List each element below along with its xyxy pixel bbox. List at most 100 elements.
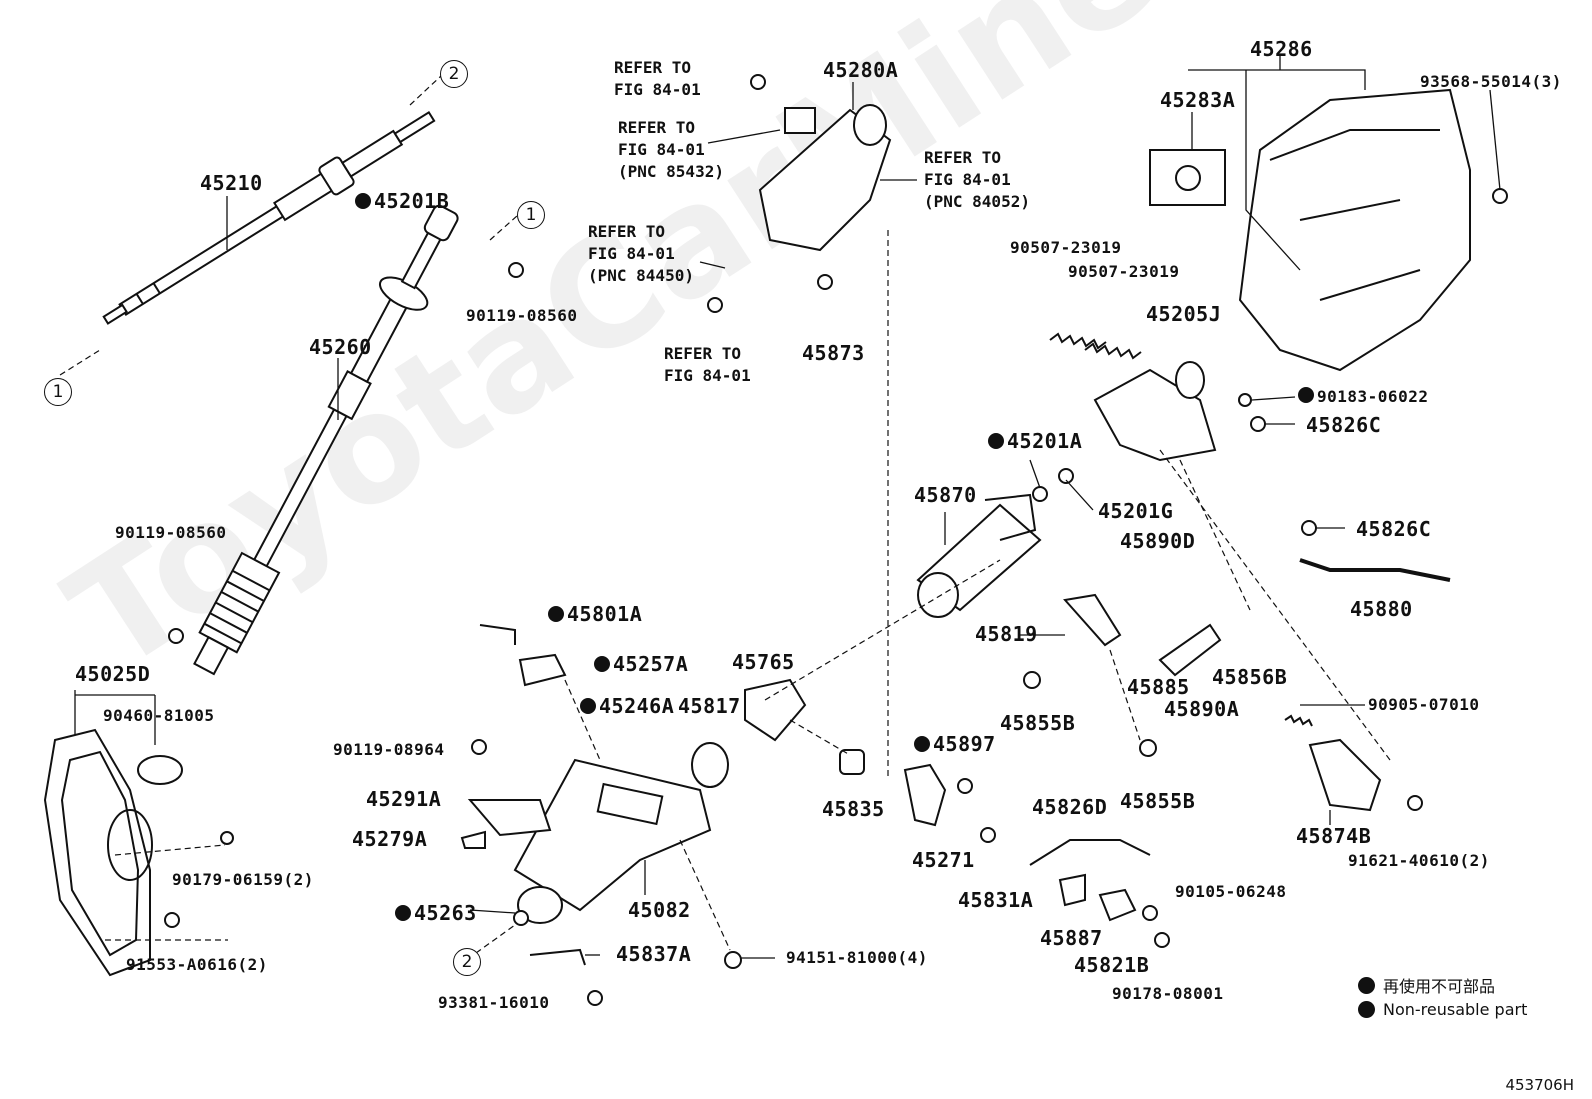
part-45765: 45765 xyxy=(732,650,795,674)
part-45286: 45286 xyxy=(1250,37,1313,61)
part-45856B: 45856B xyxy=(1212,665,1288,689)
part-45271: 45271 xyxy=(912,848,975,872)
part-90119-08560-top: 90119-08560 xyxy=(466,306,578,325)
callout-2-top: 2 xyxy=(440,60,468,88)
nut xyxy=(220,831,234,845)
lock-plate xyxy=(903,763,947,827)
bolt xyxy=(508,262,524,278)
spring-b xyxy=(1084,342,1142,360)
emblem xyxy=(1149,149,1226,206)
part-90905-07010: 90905-07010 xyxy=(1368,695,1480,714)
part-45870: 45870 xyxy=(914,483,977,507)
part-90179-06159: 90179-06159(2) xyxy=(172,870,314,889)
nut xyxy=(1154,932,1170,948)
stopper xyxy=(839,749,865,775)
nut xyxy=(1250,416,1266,432)
bolt xyxy=(1407,795,1423,811)
tilt-lever xyxy=(1299,558,1451,582)
plate-45291A xyxy=(467,799,552,837)
part-90119-08560-left: 90119-08560 xyxy=(115,523,227,542)
part-93381-16010: 93381-16010 xyxy=(438,993,550,1012)
collar xyxy=(744,678,807,742)
nut xyxy=(1301,520,1317,536)
part-45280A: 45280A xyxy=(823,58,899,82)
part-45826D: 45826D xyxy=(1032,795,1108,819)
plate-45837A xyxy=(529,948,586,966)
part-45283A: 45283A xyxy=(1160,88,1236,112)
bolt xyxy=(750,74,766,90)
part-45210: 45210 xyxy=(200,171,263,195)
part-90460-81005: 90460-81005 xyxy=(103,706,215,725)
bolt xyxy=(1492,188,1508,204)
part-45890D: 45890D xyxy=(1120,529,1196,553)
part-45201A: 45201A xyxy=(988,430,1082,452)
bolt xyxy=(1139,739,1157,757)
gear xyxy=(1158,623,1222,677)
bullet-icon xyxy=(1358,1000,1375,1018)
part-90507-23019-b: 90507-23019 xyxy=(1068,262,1180,281)
figure-code: 453706H xyxy=(1505,1076,1574,1094)
lock-housing xyxy=(758,104,892,252)
part-94151-81000: 94151-81000(4) xyxy=(786,948,928,967)
part-45855B-a: 45855B xyxy=(1000,711,1076,735)
bracket-45874B xyxy=(1308,738,1382,812)
part-45205J: 45205J xyxy=(1146,302,1222,326)
callout-1-mid: 1 xyxy=(517,201,545,229)
plate-45257A xyxy=(518,653,567,687)
column-bracket xyxy=(513,758,712,924)
clip-45279A xyxy=(460,830,486,849)
part-45260: 45260 xyxy=(309,335,372,359)
part-91621-40610: 91621-40610(2) xyxy=(1348,851,1490,870)
legend: 再使用不可部品 Non-reusable part xyxy=(1358,973,1527,1021)
part-45201G: 45201G xyxy=(1098,499,1174,523)
bolt xyxy=(707,297,723,313)
nut xyxy=(724,951,742,969)
refer-note-4: REFER TO FIG 84-01 xyxy=(664,344,751,385)
part-45201B: 45201B xyxy=(355,190,449,212)
callout-1-left: 1 xyxy=(44,378,72,406)
part-90507-23019-a: 90507-23019 xyxy=(1010,238,1122,257)
part-45897: 45897 xyxy=(914,733,996,755)
part-45835: 45835 xyxy=(822,797,885,821)
part-45880: 45880 xyxy=(1350,597,1413,621)
washer xyxy=(1058,468,1074,484)
callout-2-bottom: 2 xyxy=(453,948,481,976)
part-45885: 45885 xyxy=(1127,675,1190,699)
bearing xyxy=(691,742,729,788)
part-45082: 45082 xyxy=(628,898,691,922)
part-45826C-right: 45826C xyxy=(1356,517,1432,541)
bolt xyxy=(164,912,180,928)
part-45826C-top: 45826C xyxy=(1306,413,1382,437)
plate-45821B xyxy=(1098,888,1137,922)
part-90183-06022: 90183-06022 xyxy=(1298,387,1428,407)
bolt xyxy=(168,628,184,644)
spring-a xyxy=(1049,332,1107,350)
part-45874B: 45874B xyxy=(1296,824,1372,848)
part-45831A: 45831A xyxy=(958,888,1034,912)
bracket-45801A xyxy=(479,624,516,645)
lower-shaft xyxy=(193,204,459,676)
plate-45887 xyxy=(1058,873,1086,907)
refer-note-1: REFER TO FIG 84-01 xyxy=(614,58,701,99)
part-93568-55014: 93568-55014(3) xyxy=(1420,72,1562,91)
legend-item-jp: 再使用不可部品 xyxy=(1358,973,1527,997)
bolt xyxy=(1142,905,1158,921)
part-45855B-b: 45855B xyxy=(1120,789,1196,813)
washer xyxy=(513,910,529,926)
part-45801A: 45801A xyxy=(548,603,642,625)
refer-note-5: REFER TO FIG 84-01 (PNC 84052) xyxy=(924,148,1030,211)
upper-column-cover xyxy=(1238,88,1471,372)
bolt xyxy=(957,778,973,794)
part-45887: 45887 xyxy=(1040,926,1103,950)
part-45279A: 45279A xyxy=(352,827,428,851)
tilt-bracket xyxy=(1093,361,1217,462)
part-45873: 45873 xyxy=(802,341,865,365)
legend-item-en: Non-reusable part xyxy=(1358,997,1527,1021)
part-45821B: 45821B xyxy=(1074,953,1150,977)
part-45291A: 45291A xyxy=(366,787,442,811)
part-45819: 45819 xyxy=(975,622,1038,646)
refer-note-2: REFER TO FIG 84-01 (PNC 85432) xyxy=(618,118,724,181)
part-45246A: 45246A xyxy=(580,695,674,717)
bullet-icon xyxy=(1358,976,1375,994)
